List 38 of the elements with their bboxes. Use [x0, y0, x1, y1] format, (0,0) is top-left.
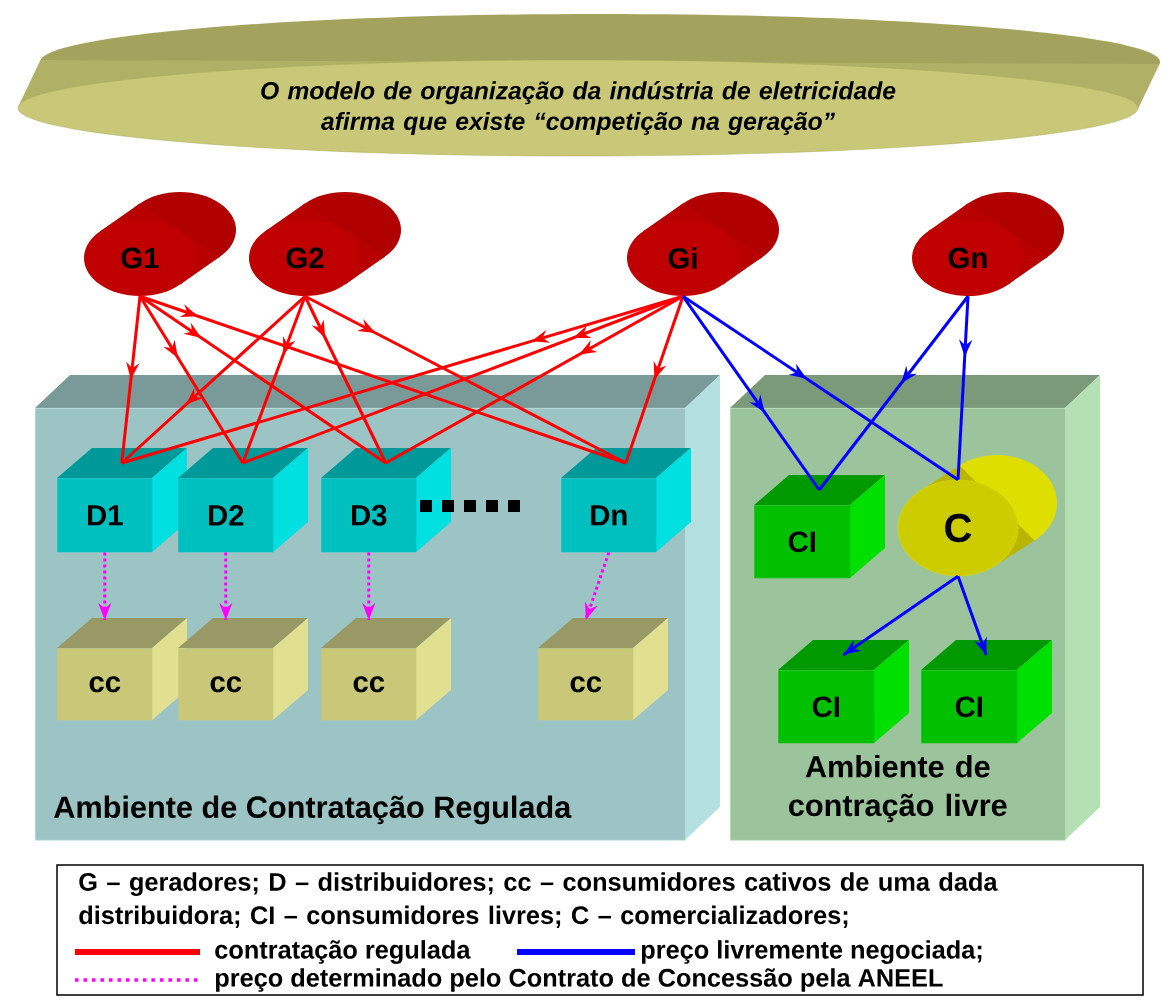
legend-label: contratação regulada [215, 940, 471, 964]
arrow [304, 294, 627, 465]
cube-box: Dn [561, 448, 691, 553]
arrow [120, 296, 142, 464]
arrow [681, 295, 821, 491]
cube-box: cc [321, 618, 451, 721]
cube-box: D2 [178, 448, 308, 553]
arrow [303, 295, 388, 464]
generator-cylinder: G1 [84, 192, 236, 296]
cube-box: CI [754, 475, 885, 579]
arrow [682, 295, 959, 481]
cube-box: cc [178, 618, 308, 721]
legend-label: preço livremente negociada; [641, 940, 982, 964]
arrow [241, 295, 307, 464]
arrow [139, 295, 387, 465]
node-label: afirma que existe “competição na geração” [321, 111, 835, 135]
cube-box: CI [778, 640, 909, 744]
cube-box: cc [538, 618, 668, 721]
arrow [956, 296, 973, 480]
arrow [624, 295, 685, 464]
generator-cylinder: G2 [249, 192, 401, 296]
cube-box: D1 [57, 448, 187, 553]
cube-box: cc [57, 618, 187, 721]
node-label: D1 [87, 505, 123, 526]
cube-box: D3 [321, 448, 451, 553]
generator-cylinder: Gi [627, 192, 779, 296]
cube-box: CI [921, 640, 1052, 744]
arrow [584, 552, 611, 621]
legend-note: G – geradores; D – distribuidores; cc – consumidores cativos de uma dada distribuidora; CI – consumidores livres; C – comercializadores; [79, 872, 998, 928]
arrow [842, 575, 959, 657]
arrow [956, 575, 988, 656]
node-label: cc [89, 676, 121, 693]
legend-label: preço determinado pelo Contrato de Concessão pela ANEEL [215, 968, 943, 992]
arrow [138, 295, 245, 464]
generator-cylinder: Gn [912, 192, 1064, 296]
trader-cylinder: C [897, 455, 1057, 577]
arrow [385, 294, 684, 465]
arrow [120, 295, 306, 465]
